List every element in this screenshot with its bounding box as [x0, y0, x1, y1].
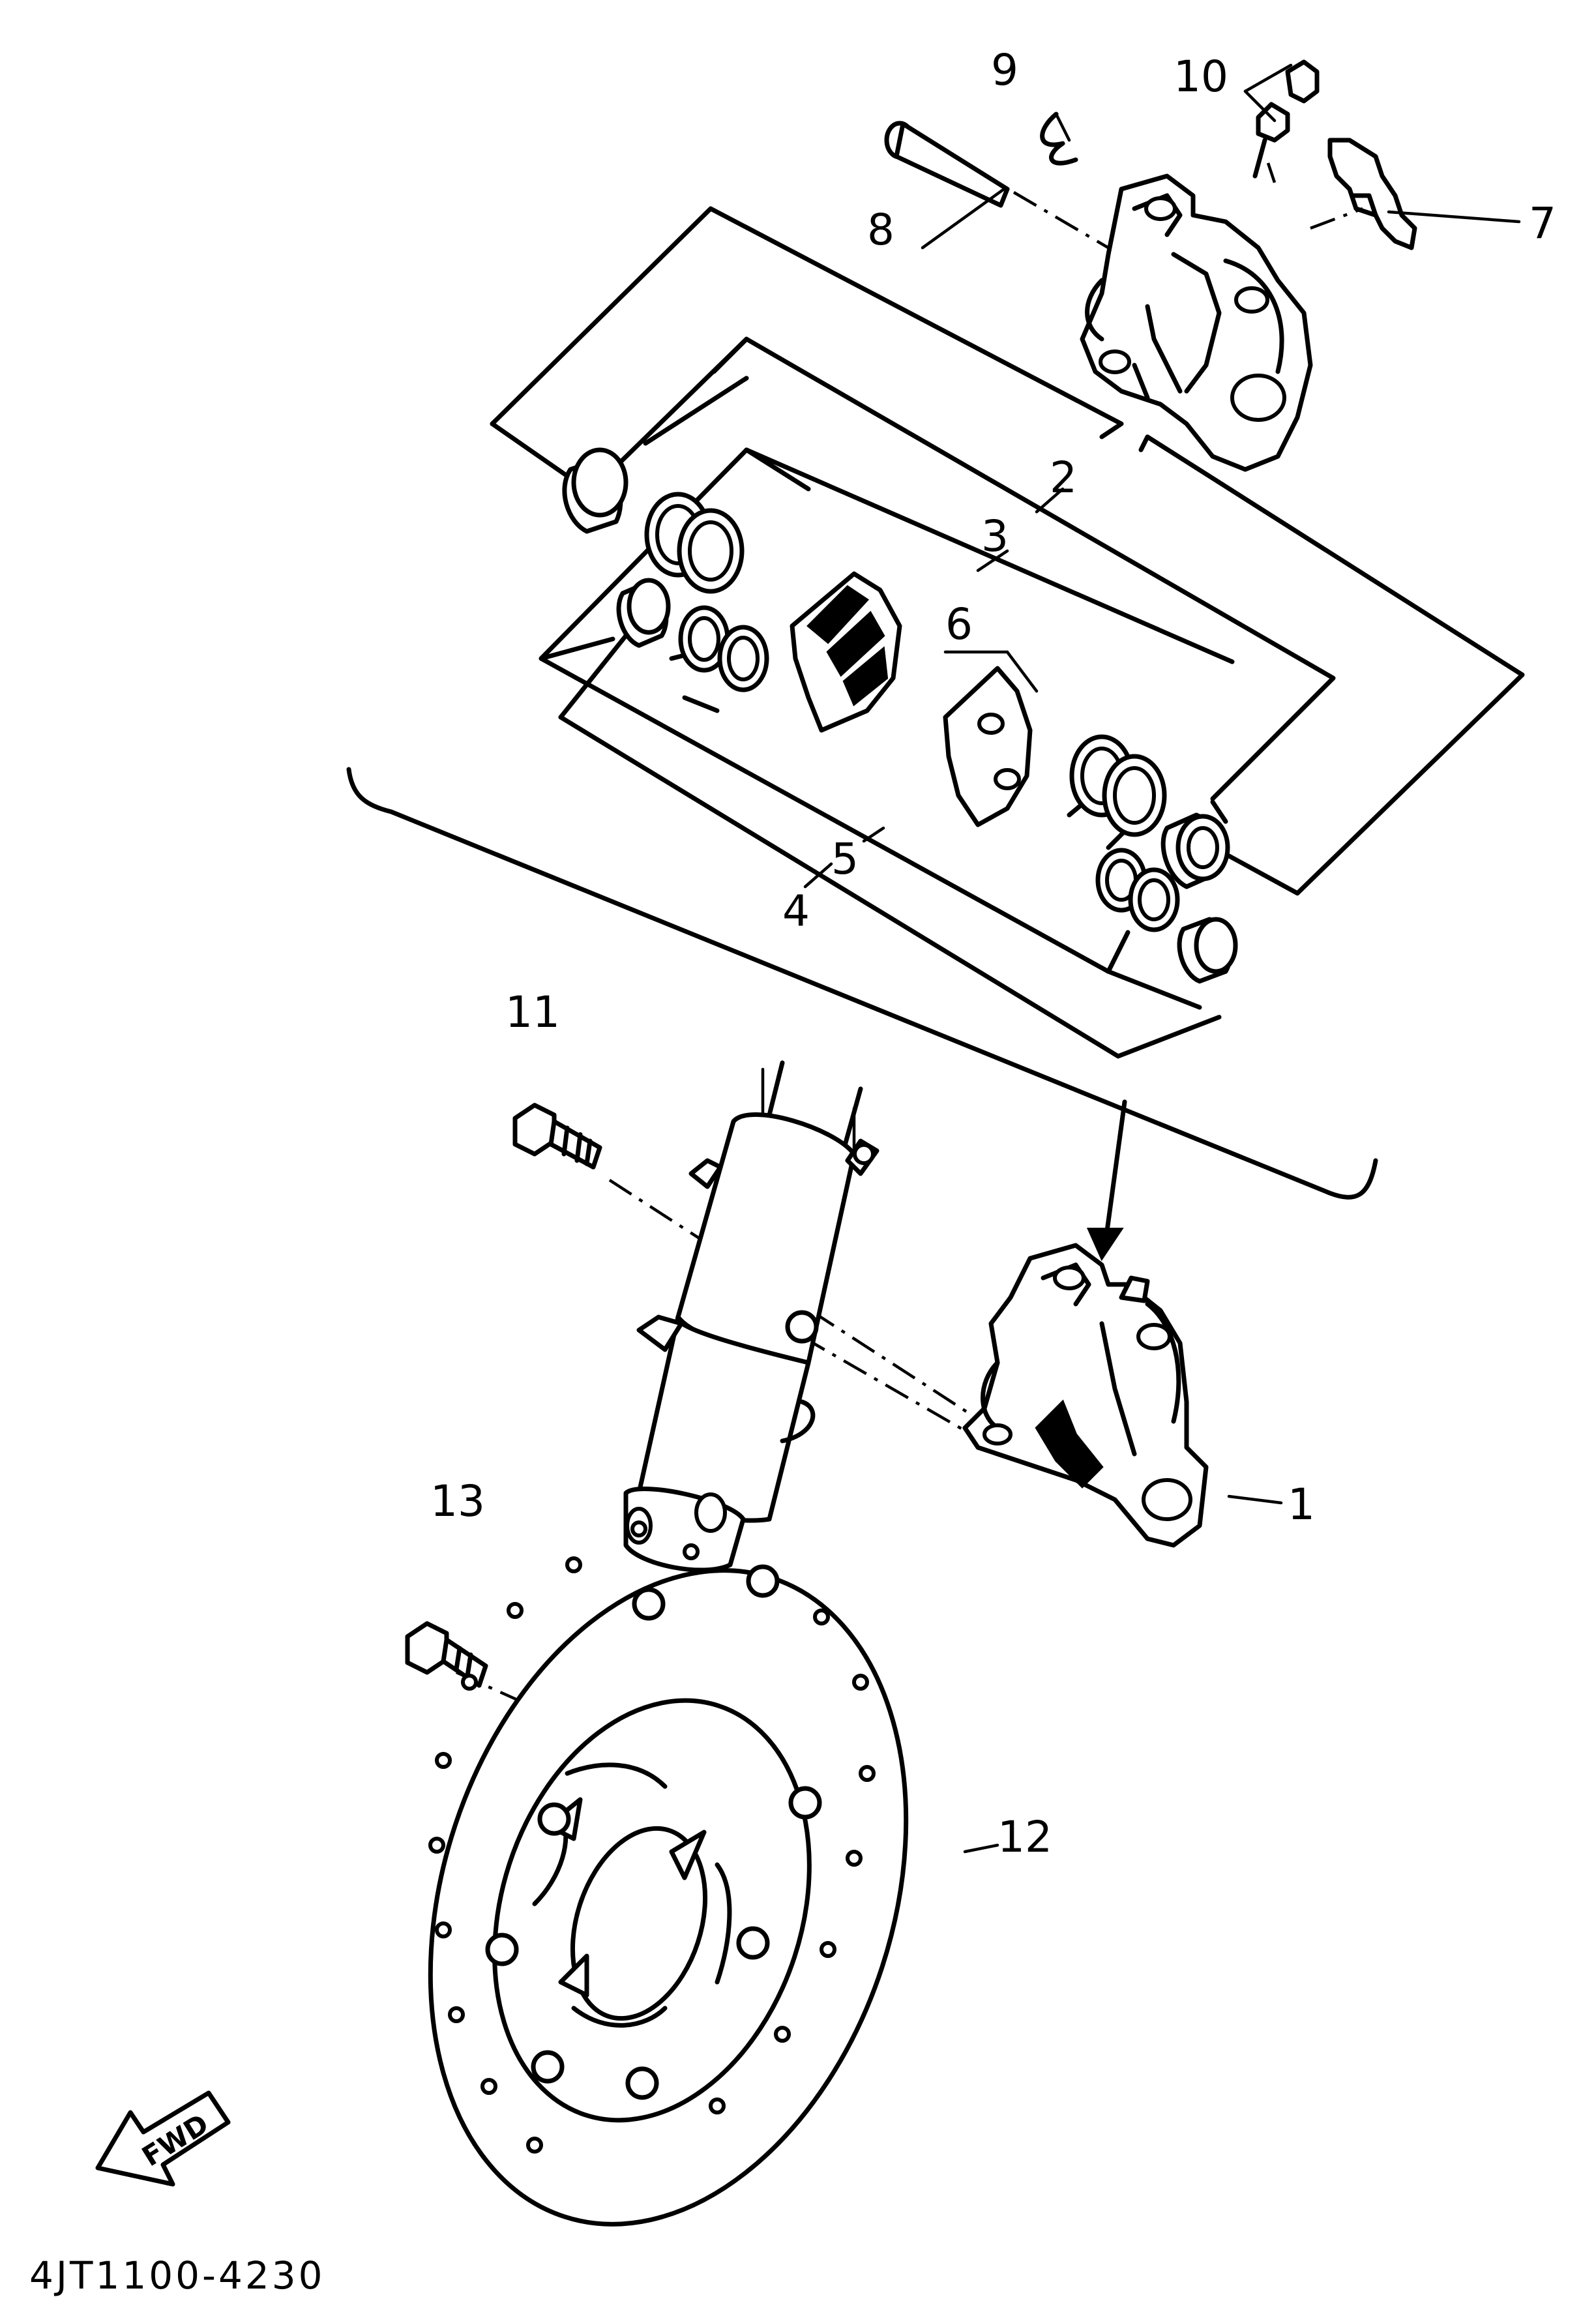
piston-seal-kit [562, 447, 1238, 984]
callout-leaders [803, 63, 1521, 1854]
pad-pin-clip [1040, 111, 1078, 166]
callout-5: 5 [831, 834, 859, 884]
front-fork-leg [623, 1060, 879, 1573]
forward-direction-arrow: FWD [95, 2090, 231, 2187]
callout-6: 6 [945, 599, 973, 649]
pad-pin [884, 121, 1010, 208]
drawing-code: 4JT1100-4230 [29, 2253, 325, 2298]
brake-pads [790, 571, 1033, 827]
callout-labels: 1 2 3 4 5 6 7 8 9 10 11 12 13 [430, 45, 1556, 1862]
callout-10: 10 [1174, 52, 1228, 102]
brake-disc [428, 1520, 909, 2227]
disc-bolt [405, 1621, 488, 1688]
callout-3: 3 [981, 511, 1009, 561]
callout-11: 11 [505, 987, 560, 1037]
caliper-mounting-bolt [512, 1103, 602, 1170]
brake-caliper-assembled [962, 1243, 1209, 1548]
callout-12: 12 [998, 1812, 1052, 1862]
assembly-bracket [346, 767, 1378, 1200]
callout-8: 8 [867, 205, 894, 255]
set-outline-boxes [490, 206, 1525, 1059]
callout-2: 2 [1050, 452, 1077, 503]
callout-9: 9 [991, 45, 1018, 95]
callout-1: 1 [1288, 1479, 1315, 1530]
assembly-arrow [1086, 1099, 1127, 1262]
callout-7: 7 [1529, 198, 1556, 248]
pad-support-plate [1327, 138, 1417, 250]
callout-4: 4 [782, 886, 810, 936]
caliper-body-upper [1080, 173, 1313, 472]
callout-13: 13 [430, 1476, 485, 1526]
